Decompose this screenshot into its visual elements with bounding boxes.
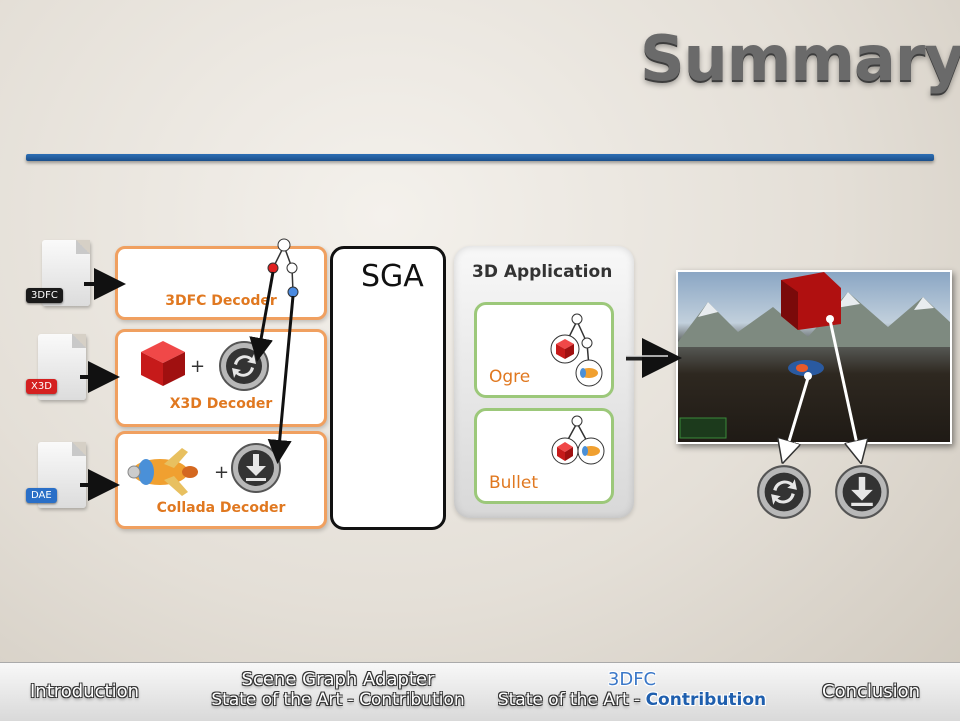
decoder-3dfc-label: 3DFC Decoder — [165, 293, 277, 309]
decoder-3dfc: 3DFC Decoder — [115, 246, 327, 320]
nav-3dfc-title: 3DFC — [607, 669, 657, 690]
nav-sga-subtitle: State of the Art - Contribution — [211, 690, 465, 710]
refresh-icon — [219, 341, 269, 391]
sga-label: SGA — [361, 259, 424, 294]
file-tag-x3d: X3D — [26, 379, 57, 394]
nav-introduction[interactable]: Introduction — [30, 681, 140, 702]
engine-ogre: Ogre — [474, 302, 614, 398]
plus-sign: + — [214, 462, 230, 483]
plane-model-icon — [127, 448, 198, 496]
download-icon — [231, 443, 281, 493]
engine-ogre-label: Ogre — [489, 367, 531, 387]
red-cube-icon — [141, 341, 185, 386]
decoder-collada-label: Collada Decoder — [156, 500, 286, 516]
nav-conclusion[interactable]: Conclusion — [822, 681, 921, 702]
plus-sign: + — [190, 356, 206, 377]
title-divider — [26, 154, 934, 161]
file-tag-3dfc: 3DFC — [26, 288, 63, 303]
decoder-collada: + Collada Decoder — [115, 431, 327, 529]
nav-3dfc-subtitle-active: Contribution — [645, 690, 767, 710]
download-icon — [835, 465, 889, 519]
decoder-x3d-label: X3D Decoder — [169, 396, 273, 412]
application-label: 3D Application — [472, 262, 613, 282]
engine-bullet-label: Bullet — [489, 473, 539, 493]
rendered-scene-screenshot — [676, 270, 952, 444]
decoder-x3d: + X3D Decoder — [115, 329, 327, 427]
nav-3dfc-subtitle: State of the Art - Contribution — [494, 690, 770, 710]
nav-3dfc-subtitle-prefix: State of the Art - — [497, 690, 646, 710]
nav-3dfc[interactable]: 3DFC State of the Art - Contribution — [494, 669, 770, 710]
refresh-icon — [757, 465, 811, 519]
slide-title: Summary — [640, 22, 960, 95]
file-tag-dae: DAE — [26, 488, 57, 503]
ogre-scene-graph-icon — [550, 313, 603, 387]
application-panel: 3D Application Ogre — [454, 246, 634, 518]
engine-bullet: Bullet — [474, 408, 614, 504]
footer-nav: Introduction Scene Graph Adapter State o… — [0, 662, 960, 721]
sga-box: SGA — [330, 246, 446, 530]
nav-scene-graph-adapter[interactable]: Scene Graph Adapter State of the Art - C… — [204, 669, 472, 710]
mountains-illustration — [678, 272, 950, 439]
bullet-scene-graph-icon — [551, 415, 605, 465]
nav-sga-title: Scene Graph Adapter — [241, 669, 435, 690]
